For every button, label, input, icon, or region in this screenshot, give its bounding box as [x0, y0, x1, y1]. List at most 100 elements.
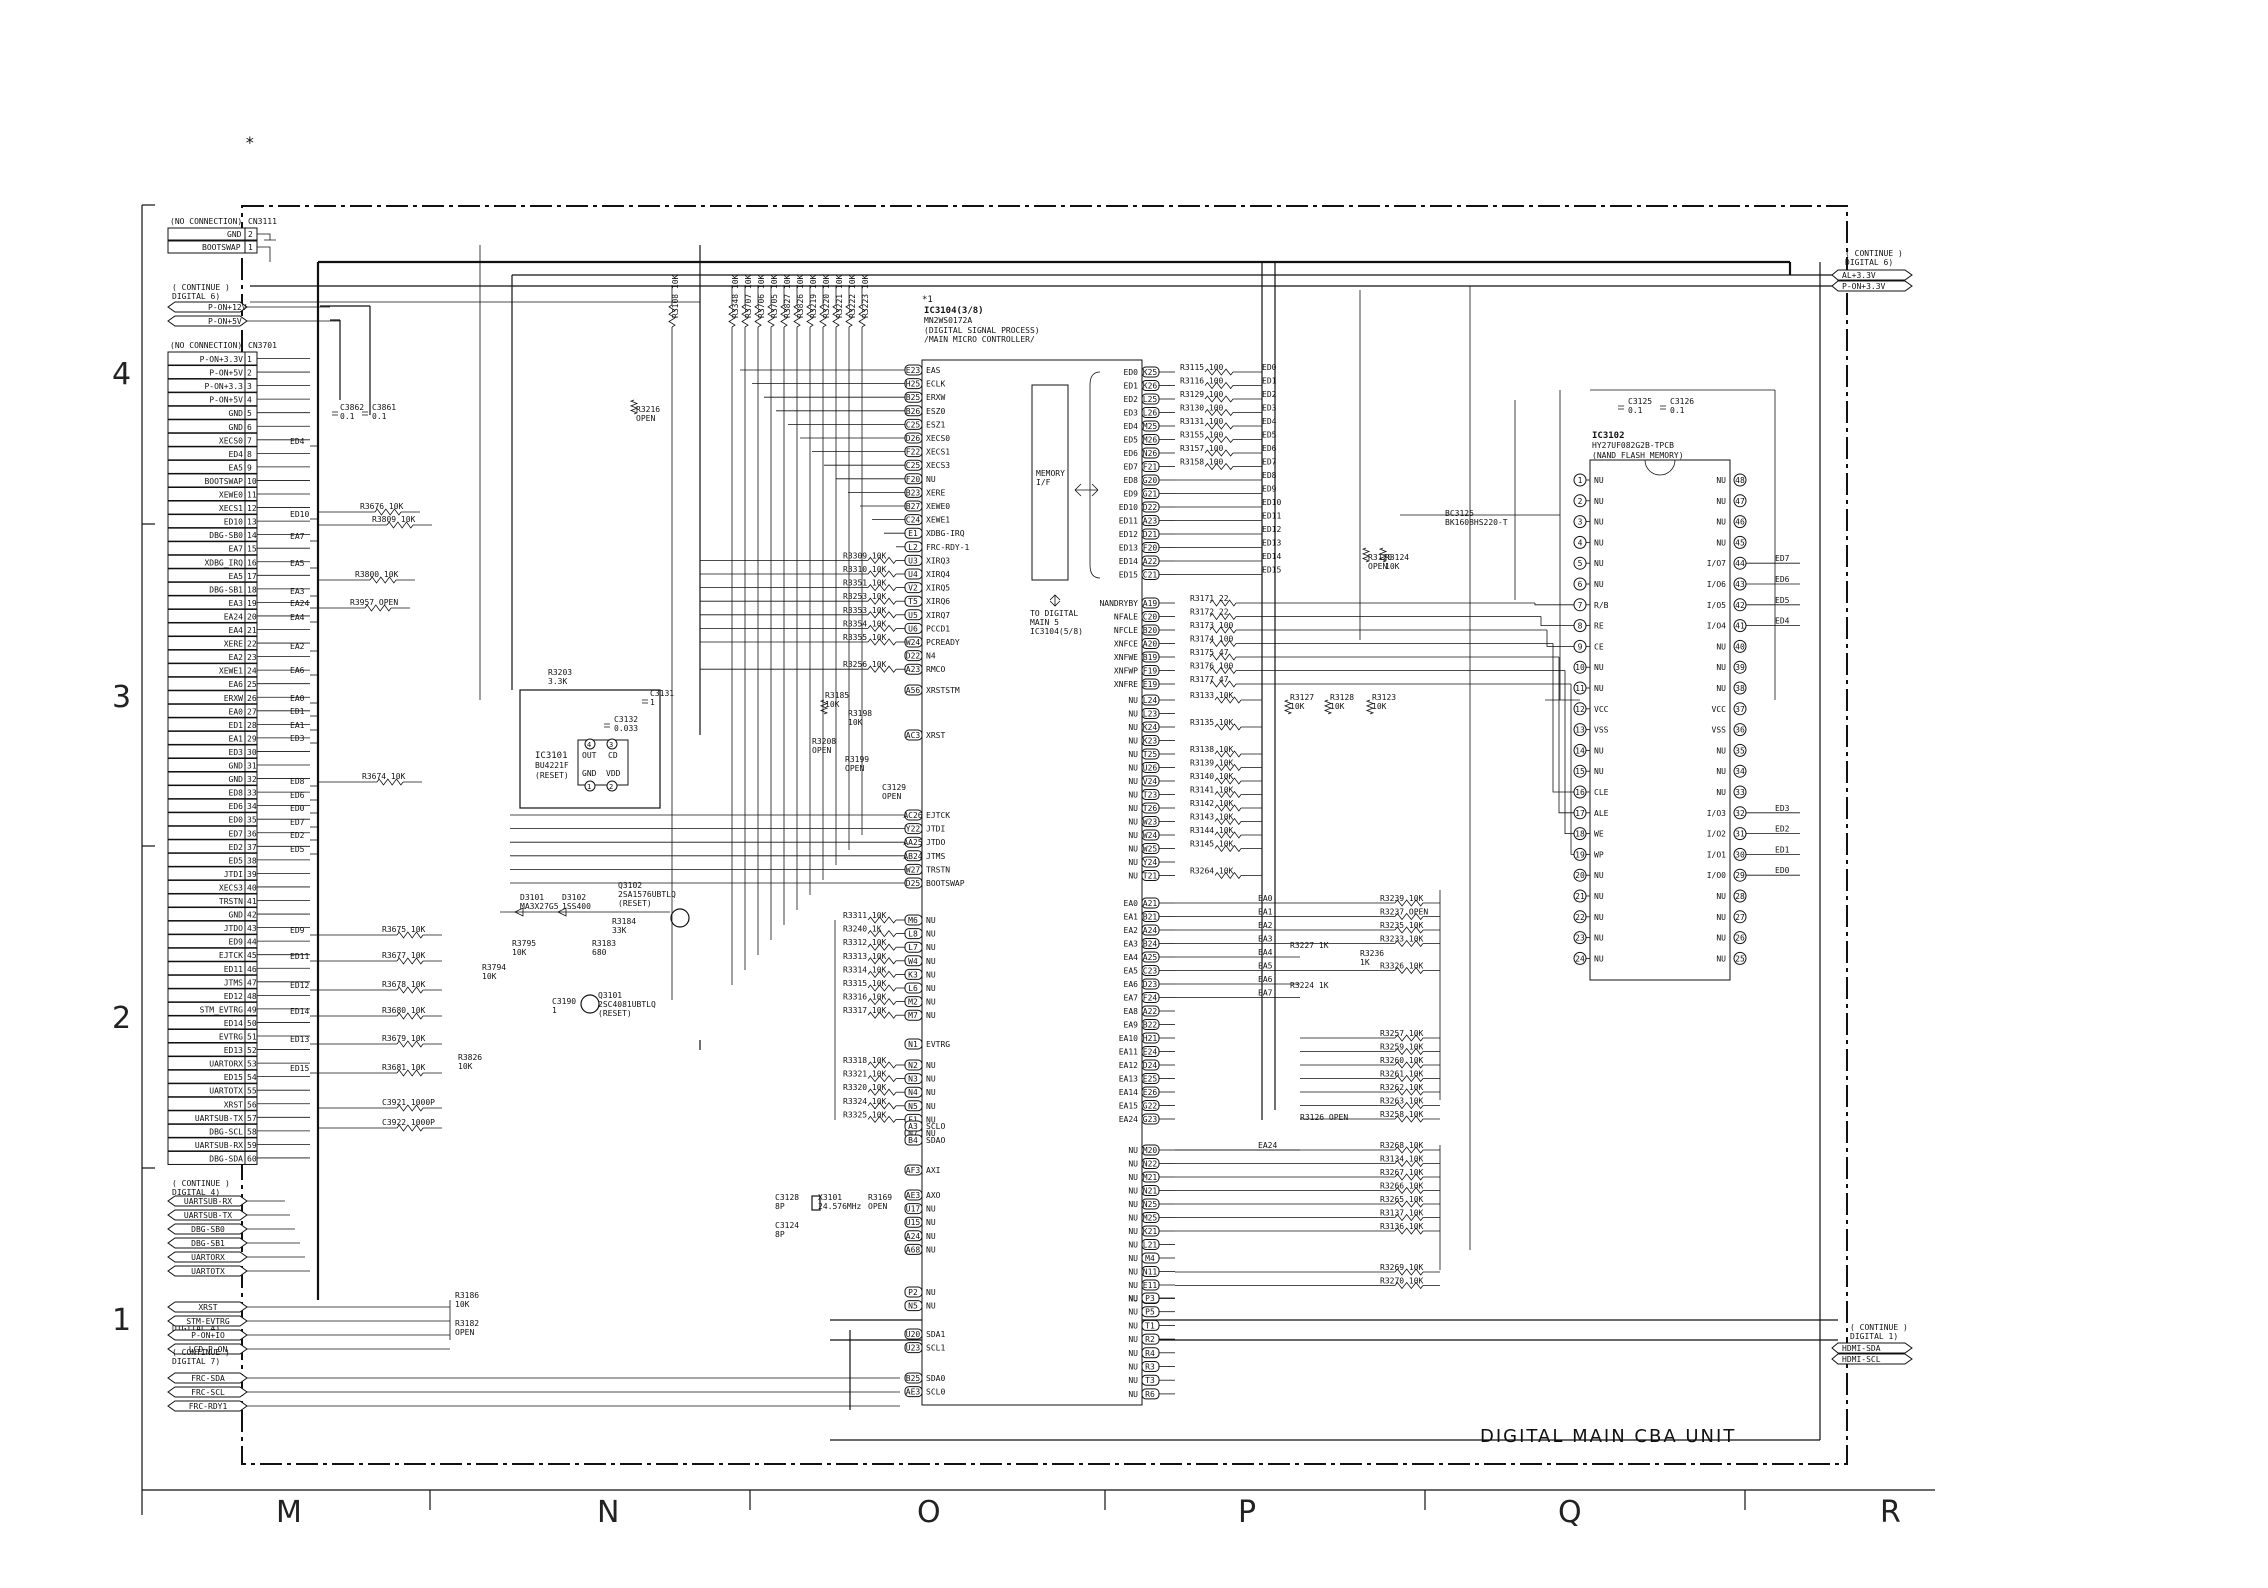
cn3701-pin-jtms: JTMS — [224, 978, 243, 987]
ic3102-right-pin-num: 43 — [1735, 580, 1745, 589]
cn3111-ref: CN3111 — [248, 217, 277, 226]
ic3104-left-pin-num: L2 — [908, 543, 918, 552]
ic3104-left-pin-num: D22 — [906, 652, 921, 661]
net-label-ea24: EA24 — [290, 599, 309, 608]
col-label-N: N — [597, 1495, 619, 1530]
nand-resistor-label: R3174 100 — [1190, 635, 1234, 644]
ea-resistor — [1394, 1034, 1424, 1042]
side-resistor — [396, 1069, 424, 1077]
ic3104-left-pin-sda1: SDA1 — [926, 1330, 945, 1339]
ic3104-left-pin-num: U3 — [908, 556, 918, 565]
ic3104-right-pin-num: F20 — [1143, 544, 1158, 553]
ic3104-right-pin-num: K23 — [1143, 737, 1158, 746]
nand-ctrl-wire — [1552, 643, 1574, 793]
ic3102-io-label-ed5: ED5 — [1775, 596, 1790, 605]
ic3102-left-pin-cle: CLE — [1594, 788, 1609, 797]
ic3104-right-pin-ea7: EA7 — [1124, 994, 1139, 1003]
ic3104-right-pin-num: D22 — [1143, 503, 1158, 512]
ic3104-left-pin-xecs3: XECS3 — [926, 461, 950, 470]
side-resistor — [396, 1012, 424, 1020]
ic3104-right-pin-num: P3 — [1145, 1294, 1155, 1303]
cn3701-pin-jtdo: JTDO — [224, 924, 243, 933]
ic3102-right-pin-bubble — [1733, 951, 1747, 965]
ic3102-nand-flash: IC3102 HY27UF082G2B-TPCB (NAND FLASH MEM… — [1589, 431, 1731, 981]
ic3102-right-pin-bubble — [1733, 681, 1747, 695]
nand-ctrl-wire — [1570, 684, 1574, 855]
ic3104-right-pin-num: R6 — [1145, 1390, 1155, 1399]
ic3104-right-pin-xnfwp: XNFWP — [1114, 667, 1138, 676]
ic3104-right-pin-num: G21 — [1143, 490, 1158, 499]
nu-right-resistor-label: R3138 10K — [1190, 745, 1234, 754]
cn3701-pin-ed6: ED6 — [229, 802, 244, 811]
side-resistor-c3921: C3921 1000P — [382, 1098, 435, 1107]
cn3701-pin-ed12: ED12 — [224, 992, 243, 1001]
ic3102-left-pin-re: RE — [1594, 622, 1604, 631]
ic3104-right-pin-num: E11 — [1143, 1281, 1158, 1290]
ic3104-left-pin-bubble — [904, 650, 923, 662]
ic3104-ref: IC3104(3/8) — [924, 306, 984, 316]
cn3701-pin-gnd: GND — [229, 423, 244, 432]
cn3701-pin-xecs1: XECS1 — [219, 504, 243, 513]
ic3104-right-pin-ea0: EA0 — [1124, 899, 1139, 908]
ic3104-nu-resistor — [867, 1061, 897, 1069]
net-label-ed4: ED4 — [290, 437, 305, 446]
ic3104-left-pin-nu: NU — [926, 1205, 936, 1214]
dig4a-label-uartorx: UARTORX — [191, 1253, 225, 1262]
dig4a-connector — [167, 1237, 248, 1249]
bottom-right-resistor-label: R3270 10K — [1380, 1277, 1424, 1286]
ed-net-label-ed12: ED12 — [1262, 525, 1281, 534]
ic3104-right-pin-num: M21 — [1143, 1173, 1158, 1182]
ic3104-right-pin-ed0: ED0 — [1124, 368, 1139, 377]
pullup-resistor — [728, 304, 736, 328]
ic3104-right-pin-ea9: EA9 — [1124, 1021, 1139, 1030]
ea-net-label-ea3: EA3 — [1258, 935, 1273, 944]
net-label-ed9: ED9 — [290, 926, 305, 935]
ea-net-label-ea5: EA5 — [1258, 962, 1273, 971]
ic3104-left-pin-num: AB24 — [903, 852, 922, 861]
cn3701-pin-ea4: EA4 — [229, 626, 244, 635]
cn3701-pin-p-on-3-3v: P-ON+3.3V — [200, 355, 244, 364]
ic3101-reset: IC3101 BU4221F (RESET) OUT CD GND VDD 4 … — [519, 689, 661, 809]
ic3104-left-pin-num: M2 — [908, 998, 918, 1007]
ed-resistor-label: R3116 100 — [1180, 377, 1224, 386]
ic3104-left-resistor-label: R3310 10K — [843, 565, 887, 574]
ic3101-pin3-bubble — [606, 738, 618, 750]
resistor-glyph — [1378, 547, 1388, 563]
ic3104-right-pin-nu: NU — [1128, 1268, 1138, 1277]
cn3701-pin-gnd: GND — [229, 762, 244, 771]
ic3104-left-pin-num: M6 — [908, 916, 918, 925]
ic3104-right-pin-ea10: EA10 — [1119, 1034, 1138, 1043]
ic3104-right-pin-num: T23 — [1143, 791, 1158, 800]
ic3102-right-pin-num: 27 — [1735, 913, 1745, 922]
ic3102-left-pin-num: 14 — [1575, 746, 1585, 755]
ic3104-right-pin-num: Y24 — [1143, 858, 1158, 867]
ic3104-left-pin-evtrg: EVTRG — [926, 1040, 950, 1049]
side-resistor — [374, 508, 402, 516]
side-resistor — [396, 986, 424, 994]
cn3701-pin-num: 35 — [247, 816, 257, 825]
ic3104-right-pin-ea13: EA13 — [1119, 1075, 1138, 1084]
ic3104-left-resistor — [867, 570, 897, 578]
ic3102-right-pin-num: 47 — [1735, 497, 1745, 506]
cn3701-pin-uartotx: UARTOTX — [209, 1087, 243, 1096]
side-resistor-c3922: C3922 1000P — [382, 1118, 435, 1127]
ic3104-left-pin-num: U5 — [908, 611, 918, 620]
ic3102-left-pin-num: 7 — [1578, 601, 1583, 610]
ic3104-right-pin-num: L24 — [1143, 696, 1158, 705]
ic3104-desc1: (DIGITAL SIGNAL PROCESS) — [924, 326, 1040, 335]
cn3701-pin-uartsub-rx: UARTSUB-RX — [195, 1141, 243, 1150]
cn3701-pin-num: 27 — [247, 707, 257, 716]
cont-dig4a-label: ( CONTINUE )DIGITAL 4) — [172, 1179, 230, 1197]
cn3701-pin-ed15: ED15 — [224, 1073, 243, 1082]
ic3102-left-pin-nu: NU — [1594, 684, 1604, 693]
ic3104-nu-resistor — [867, 929, 897, 938]
bottom-right-resistor — [1394, 1268, 1424, 1276]
nu-right-resistor — [1214, 804, 1242, 812]
